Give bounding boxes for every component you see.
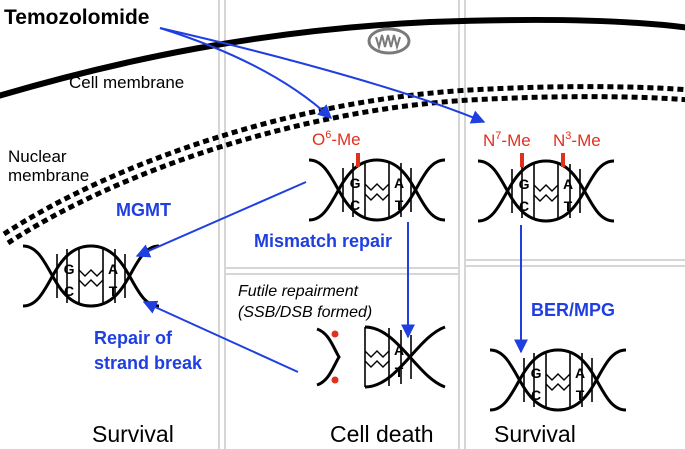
repair-strand-break-label-line2: strand break [94, 353, 203, 373]
base-t: T [395, 197, 404, 213]
base-a: A [394, 175, 404, 191]
o6-me-label: O6-Me [312, 129, 361, 149]
outcome-survival-right: Survival [494, 421, 576, 447]
arrow-mgmt [135, 181, 307, 258]
mismatch-repair-label: Mismatch repair [254, 231, 392, 251]
base-a: A [575, 365, 585, 381]
outcome-cell-death: Cell death [330, 421, 434, 447]
base-a: A [563, 176, 573, 192]
dna-helix-n7-n3-methylated: G C A T [476, 153, 616, 223]
base-g: G [531, 365, 542, 381]
n7-me-label: N7-Me [483, 130, 531, 150]
base-c: C [519, 198, 529, 214]
drug-label: Temozolomide [4, 6, 149, 29]
nuclear-membrane-label-line2: membrane [8, 166, 89, 185]
futile-repairment-label-line1: Futile repairment [238, 283, 359, 300]
repair-strand-break-label-line1: Repair of [94, 328, 173, 348]
base-t: T [564, 198, 573, 214]
outcome-survival-left: Survival [92, 421, 174, 447]
base-g: G [350, 175, 361, 191]
cell-membrane-label: Cell membrane [69, 73, 184, 92]
arrow-drug-to-o6 [159, 27, 333, 119]
dna-helix-repaired-left: G C A T [21, 244, 161, 308]
nuclear-membrane-label-line1: Nuclear [8, 147, 67, 166]
base-c: C [350, 197, 360, 213]
base-c: C [64, 283, 74, 299]
mitochondrion-icon [367, 27, 411, 55]
cell-membrane-line [0, 17, 685, 99]
base-a: A [394, 342, 404, 358]
base-t: T [109, 283, 118, 299]
ber-mpg-label: BER/MPG [531, 300, 615, 320]
n3-me-label: N3-Me [553, 130, 601, 150]
mgmt-label: MGMT [116, 200, 171, 220]
dna-helix-strand-break: A T [316, 325, 446, 389]
methyl-mark-n3 [561, 153, 565, 167]
methyl-mark-n7 [520, 153, 524, 167]
nuclear-membrane-line [2, 84, 685, 246]
base-g: G [519, 176, 530, 192]
futile-repairment-label-line2: (SSB/DSB formed) [238, 304, 372, 321]
base-t: T [395, 364, 404, 380]
panel-grid [218, 0, 685, 449]
base-a: A [108, 261, 118, 277]
methyl-mark [356, 153, 360, 167]
arrow-drug-to-n7 [159, 27, 486, 124]
dna-helix-repaired-right: G C A T [488, 348, 628, 412]
base-g: G [64, 261, 75, 277]
dna-helix-o6-methylated: G C A T [307, 153, 447, 222]
arrow-repair-strand-break [142, 300, 299, 373]
base-t: T [576, 387, 585, 403]
base-c: C [531, 387, 541, 403]
break-site [331, 330, 339, 338]
break-site [331, 376, 339, 384]
